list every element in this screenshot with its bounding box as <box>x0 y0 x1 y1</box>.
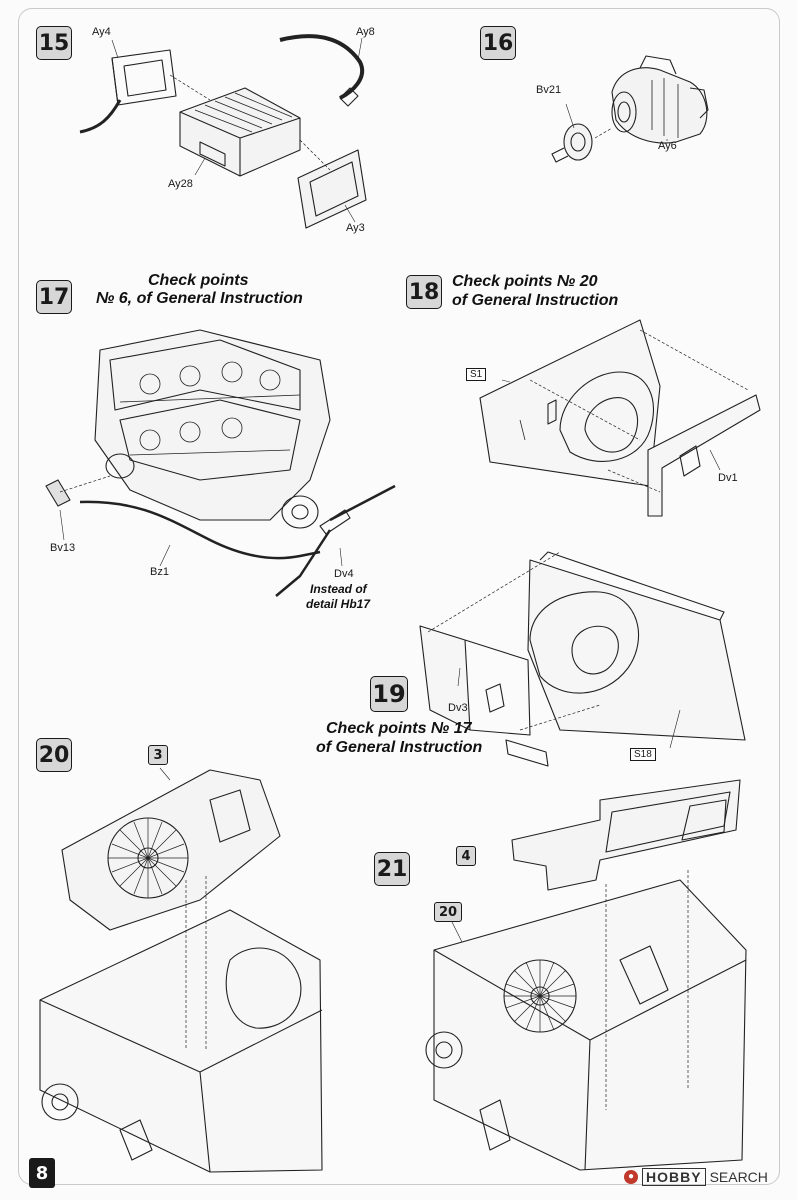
subassembly-ref-3: 3 <box>148 745 168 765</box>
step-number-17: 17 <box>36 280 72 314</box>
step19-note-line2: of General Instruction <box>316 739 483 756</box>
circle-logo-icon: ● <box>624 1170 638 1184</box>
watermark: ● HOBBY SEARCH <box>624 1168 768 1186</box>
part-label-s1: S1 <box>466 368 487 381</box>
page-number: 8 <box>29 1158 55 1188</box>
part-label-ay6: Ay6 <box>658 140 677 152</box>
step17-drawing <box>45 329 396 597</box>
step18-drawing <box>479 319 761 517</box>
step18-note-line2: of General Instruction <box>452 292 619 309</box>
part-label-bv21: Bv21 <box>536 84 562 96</box>
step-number-15: 15 <box>36 26 72 60</box>
step17-note-line2: № 6, of General Instruction <box>96 290 303 307</box>
part-label-ay3: Ay3 <box>346 222 365 234</box>
part-label-dv3: Dv3 <box>448 702 468 714</box>
step-number-19: 19 <box>370 676 408 712</box>
part-label-s18: S18 <box>630 748 656 761</box>
part-label-ay8: Ay8 <box>356 26 375 38</box>
step17-note-line1: Check points <box>148 272 249 289</box>
step15-drawing <box>79 34 367 229</box>
page-border <box>18 8 780 1185</box>
part-label-bv13: Bv13 <box>50 542 76 554</box>
part-label-ay28: Ay28 <box>168 178 193 190</box>
instead-of-line2: detail Hb17 <box>306 597 371 611</box>
step20-drawing <box>39 767 323 1173</box>
part-label-dv4: Dv4 <box>334 568 354 580</box>
step21-drawing <box>425 779 747 1171</box>
step-number-21: 21 <box>374 852 410 886</box>
step-number-16: 16 <box>480 26 516 60</box>
part-label-ay4: Ay4 <box>92 26 111 38</box>
subassembly-ref-4: 4 <box>456 846 476 866</box>
part-label-bz1: Bz1 <box>150 566 169 578</box>
step19-drawing <box>419 551 746 767</box>
step-number-20: 20 <box>36 738 72 772</box>
watermark-suffix: SEARCH <box>709 1169 768 1185</box>
instead-of-line1: Instead of <box>310 582 367 596</box>
step19-note-line1: Check points № 17 <box>326 720 472 737</box>
step16-drawing <box>551 55 709 163</box>
step-number-18: 18 <box>406 275 442 309</box>
watermark-brand: HOBBY <box>642 1168 706 1186</box>
step18-note-line1: Check points № 20 <box>452 273 598 290</box>
part-label-dv1: Dv1 <box>718 472 738 484</box>
subassembly-ref-20: 20 <box>434 902 462 922</box>
